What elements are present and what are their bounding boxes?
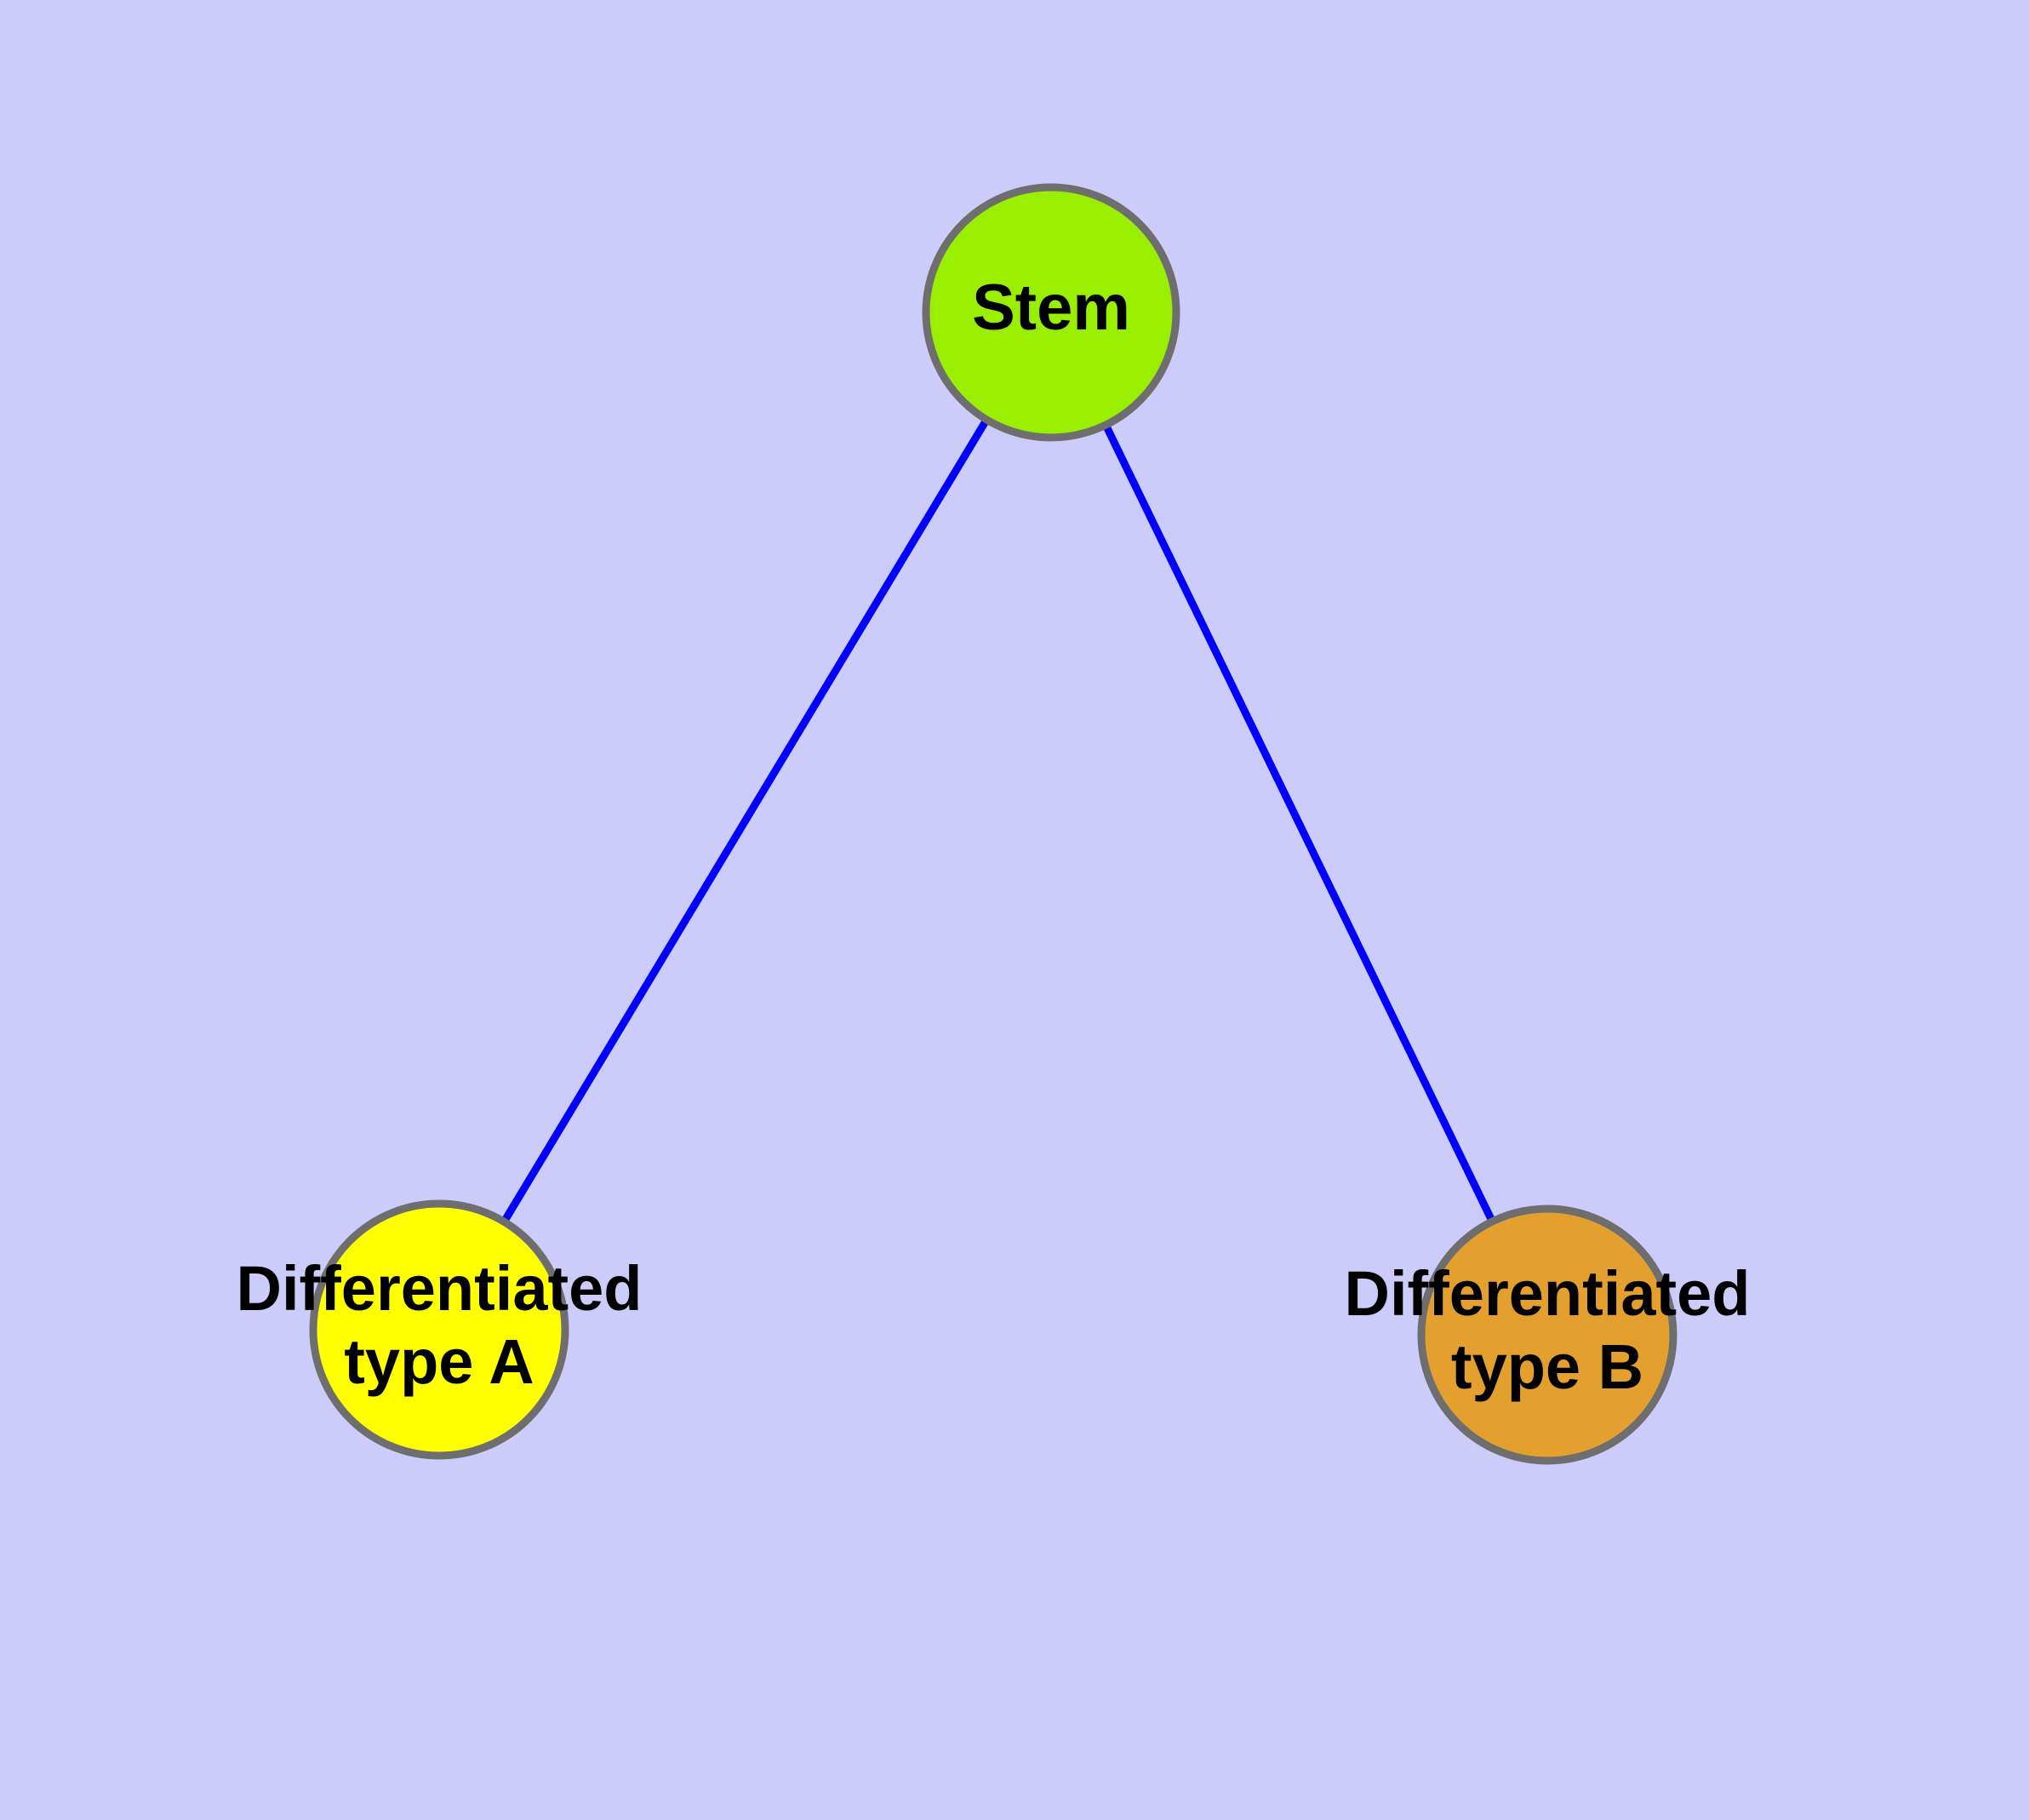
node-label-line: type B	[1451, 1331, 1643, 1402]
edge-stem-diff-b[interactable]	[1047, 311, 1552, 1336]
edge-stem-diff-a[interactable]	[436, 310, 1055, 1332]
node-diff_a[interactable]	[309, 1199, 569, 1460]
node-label-line: Stem	[972, 272, 1130, 344]
nodes-layer	[309, 183, 1677, 1465]
node-diff_b[interactable]	[1417, 1205, 1677, 1465]
node-label-line: type A	[344, 1326, 534, 1397]
node-stem[interactable]	[922, 183, 1180, 442]
node-label-stem: Stem	[972, 272, 1130, 344]
node-label-line: Differentiated	[1345, 1258, 1751, 1329]
edges-layer	[436, 310, 1552, 1336]
node-label-line: Differentiated	[237, 1253, 643, 1324]
